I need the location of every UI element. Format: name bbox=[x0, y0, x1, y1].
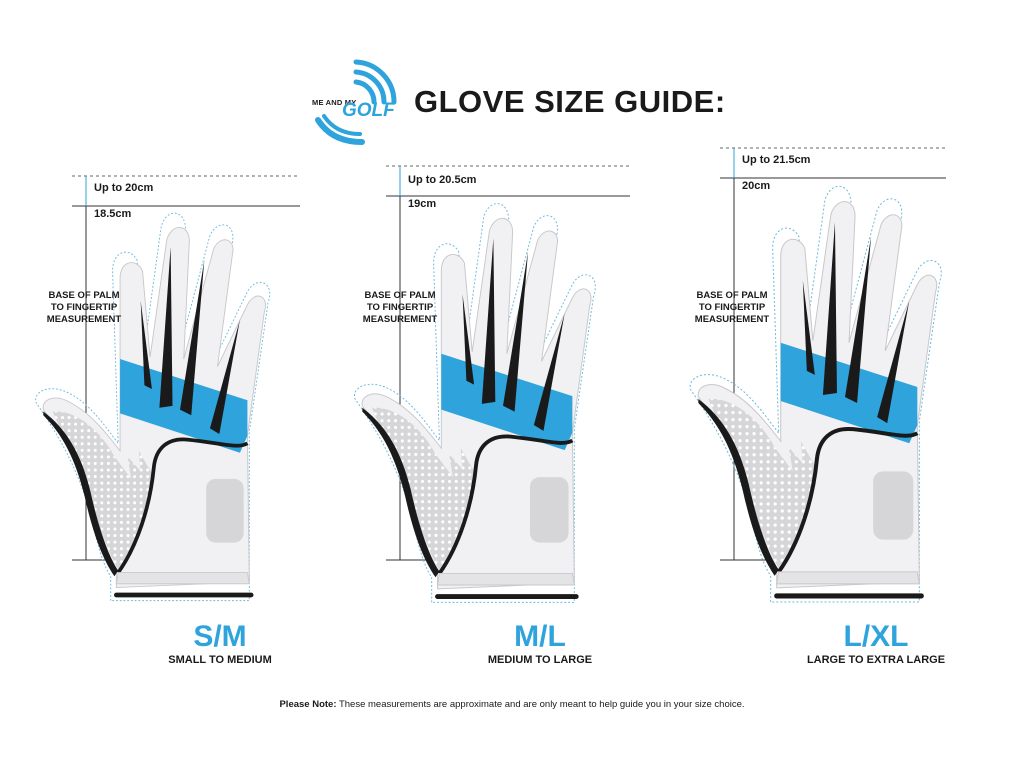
measurement-label: BASE OF PALM TO FINGERTIP MEASUREMENT bbox=[694, 290, 770, 325]
lower-measurement: 20cm bbox=[742, 180, 771, 192]
note-text: These measurements are approximate and a… bbox=[336, 699, 745, 710]
upper-measurement: Up to 21.5cm bbox=[742, 154, 811, 166]
size-panel-sm: Up to 20cm 18.5cm BASE OF PALM TO FINGER… bbox=[0, 140, 330, 680]
size-code: S/M bbox=[193, 620, 247, 653]
upper-measurement: Up to 20.5cm bbox=[408, 174, 477, 186]
header: ME AND MY GOLF GLOVE SIZE GUIDE: bbox=[0, 58, 1024, 148]
logo-brand: GOLF bbox=[342, 100, 395, 121]
glove-illustration bbox=[680, 147, 946, 680]
wifi-waves-icon bbox=[315, 59, 397, 145]
size-name: MEDIUM TO LARGE bbox=[487, 654, 593, 666]
logo-tagline: ME AND MY bbox=[312, 98, 357, 107]
brand-logo: ME AND MY GOLF bbox=[308, 58, 404, 148]
lower-measurement: 18.5cm bbox=[94, 208, 132, 220]
size-name: LARGE TO EXTRA LARGE bbox=[806, 654, 946, 666]
size-code: L/XL bbox=[843, 620, 909, 653]
size-panel-ml: Up to 20.5cm 19cm BASE OF PALM TO FINGER… bbox=[340, 140, 670, 680]
size-name: SMALL TO MEDIUM bbox=[168, 654, 272, 666]
size-panel-lxl: Up to 21.5cm 20cm BASE OF PALM TO FINGER… bbox=[680, 140, 1010, 680]
glove-illustration bbox=[0, 175, 300, 680]
measurement-label: BASE OF PALM TO FINGERTIP MEASUREMENT bbox=[46, 290, 122, 325]
size-code: M/L bbox=[514, 620, 566, 653]
note-label: Please Note: bbox=[279, 699, 337, 710]
upper-measurement: Up to 20cm bbox=[94, 182, 154, 194]
glove-illustration bbox=[340, 165, 630, 680]
page-title: GLOVE SIZE GUIDE: bbox=[414, 84, 726, 119]
lower-measurement: 19cm bbox=[408, 198, 437, 210]
footer-note: Please Note: These measurements are appr… bbox=[0, 699, 1024, 710]
measurement-label: BASE OF PALM TO FINGERTIP MEASUREMENT bbox=[362, 290, 438, 325]
